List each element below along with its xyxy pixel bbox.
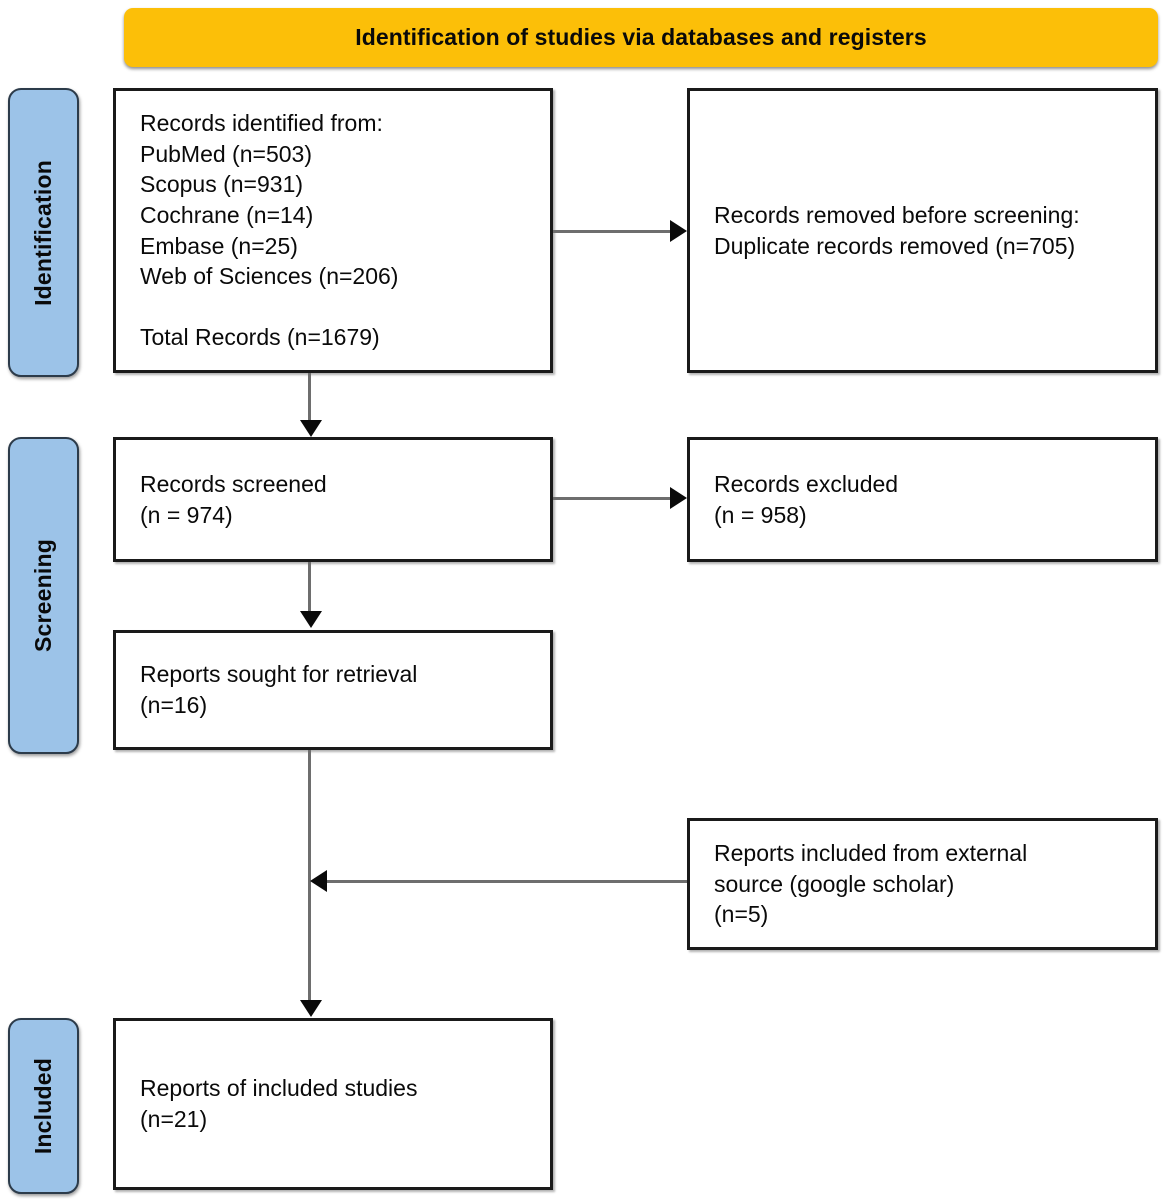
box-records-identified-text: Records identified from: PubMed (n=503) …: [140, 110, 399, 351]
arrow-down-icon-screened-to-sought: [300, 611, 322, 628]
arrow-right-icon-identified-to-removed: [670, 220, 687, 242]
diagram-title: Identification of studies via databases …: [355, 24, 927, 50]
box-reports-included: Reports of included studies (n=21): [113, 1018, 553, 1190]
stage-label-included: Included: [8, 1018, 79, 1194]
connector-sought-to-included-line: [308, 750, 311, 1002]
arrow-down-icon-sought-to-included: [300, 1000, 322, 1017]
box-records-screened: Records screened (n = 974): [113, 437, 553, 562]
connector-external-to-trunk-line: [325, 880, 687, 883]
arrow-right-icon-screened-to-excluded: [670, 487, 687, 509]
box-records-removed: Records removed before screening: Duplic…: [687, 88, 1158, 373]
stage-label-screening-text: Screening: [30, 538, 56, 652]
connector-identified-to-removed-line: [553, 230, 671, 233]
connector-screened-to-sought-line: [308, 562, 311, 613]
box-reports-sought-text: Reports sought for retrieval (n=16): [140, 661, 418, 718]
stage-label-identification-text: Identification: [30, 159, 56, 306]
arrow-down-icon-identified-to-screened: [300, 420, 322, 437]
box-records-excluded: Records excluded (n = 958): [687, 437, 1158, 562]
connector-identified-to-screened-line: [308, 373, 311, 423]
diagram-header-banner: Identification of studies via databases …: [124, 8, 1158, 67]
stage-label-identification: Identification: [8, 88, 79, 377]
box-reports-included-text: Reports of included studies (n=21): [140, 1075, 418, 1132]
stage-label-screening: Screening: [8, 437, 79, 754]
box-records-removed-text: Records removed before screening: Duplic…: [714, 201, 1080, 259]
box-reports-sought: Reports sought for retrieval (n=16): [113, 630, 553, 750]
box-reports-external-source-text: Reports included from external source (g…: [714, 840, 1028, 928]
arrow-left-icon-external-to-trunk: [310, 870, 327, 892]
box-records-identified: Records identified from: PubMed (n=503) …: [113, 88, 553, 373]
box-records-excluded-text: Records excluded (n = 958): [714, 470, 899, 528]
stage-label-included-text: Included: [30, 1057, 56, 1155]
connector-screened-to-excluded-line: [553, 497, 671, 500]
box-reports-external-source: Reports included from external source (g…: [687, 818, 1158, 950]
box-records-screened-text: Records screened (n = 974): [140, 470, 327, 528]
